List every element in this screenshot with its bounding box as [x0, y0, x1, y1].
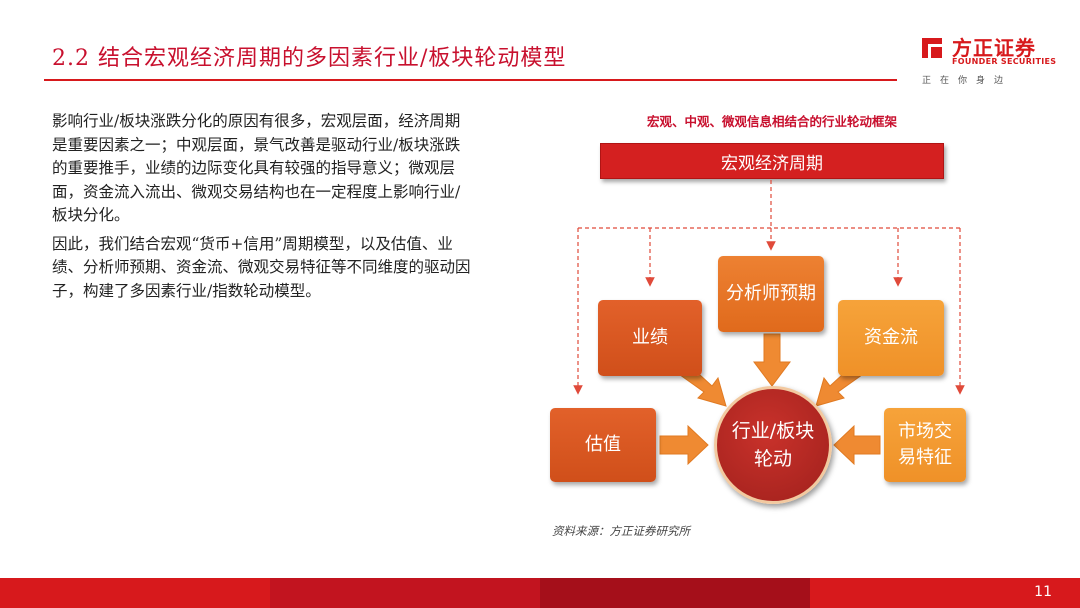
company-logo: 方正证券 FOUNDER SECURITIES 正在你身边 — [918, 32, 1058, 88]
analyst-expectation-box: 分析师预期 — [718, 256, 824, 332]
footer-segment-1 — [0, 578, 270, 608]
logo-slogan: 正在你身边 — [922, 76, 1013, 86]
body-text: 影响行业/板块涨跌分化的原因有很多，宏观层面，经济周期是重要因素之一；中观层面，… — [52, 110, 472, 308]
diagram-title: 宏观、中观、微观信息相结合的行业轮动框架 — [646, 114, 897, 129]
center-label: 行业/板块轮动 — [731, 420, 815, 470]
footer-bar — [0, 578, 1080, 608]
footer-segment-2 — [270, 578, 540, 608]
macro-cycle-box: 宏观经济周期 — [600, 143, 944, 179]
logo-english-name: FOUNDER SECURITIES — [952, 57, 1057, 66]
arrow-market — [833, 424, 881, 466]
page-number: 11 — [1034, 584, 1052, 600]
valuation-box: 估值 — [550, 408, 656, 482]
market-trading-box: 市场交易特征 — [884, 408, 966, 482]
paragraph-1: 影响行业/板块涨跌分化的原因有很多，宏观层面，经济周期是重要因素之一；中观层面，… — [52, 112, 461, 224]
source-note: 资料来源：方正证券研究所 — [552, 524, 690, 538]
paragraph-2: 因此，我们结合宏观“货币+信用”周期模型，以及估值、业绩、分析师预期、资金流、微… — [52, 234, 471, 300]
sector-rotation-circle: 行业/板块轮动 — [714, 386, 832, 504]
founder-logo-icon — [922, 38, 942, 58]
footer-segment-4 — [810, 578, 1080, 608]
arrow-valuation — [659, 424, 709, 466]
title-divider — [44, 79, 897, 81]
arrow-analyst — [753, 333, 791, 387]
performance-box: 业绩 — [598, 300, 702, 376]
logo-chinese-name: 方正证券 — [952, 36, 1036, 60]
capital-flow-box: 资金流 — [838, 300, 944, 376]
page-title: 2.2 结合宏观经济周期的多因素行业/板块轮动模型 — [52, 46, 567, 71]
footer-segment-3 — [540, 578, 810, 608]
